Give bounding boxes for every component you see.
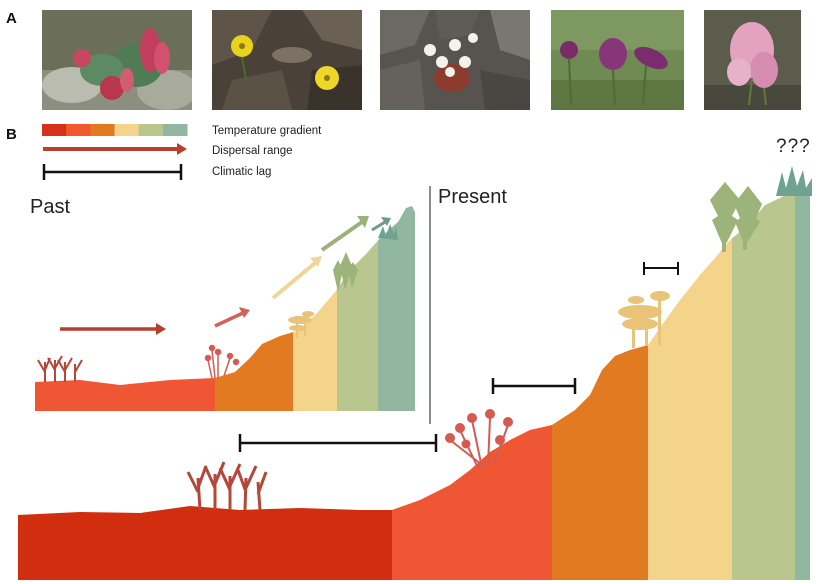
past-dispersal-arrow-2 (214, 307, 250, 328)
present-zone-2 (392, 188, 552, 580)
gradient-segment-4 (114, 124, 140, 136)
yellow-poppy-photo (212, 10, 362, 110)
past-zone-5 (378, 206, 415, 411)
present-zone-3 (552, 188, 648, 580)
white-flowers-on-rocks-photo (380, 10, 530, 110)
legend-label-dispersal-range: Dispersal range (212, 145, 293, 157)
present-red-grass-plant (186, 461, 268, 511)
gradient-segment-3 (90, 124, 115, 136)
past-red-grass-plant (37, 355, 83, 382)
legend-label-climatic-lag: Climatic lag (212, 166, 272, 178)
past-yellow-flower-plant (288, 311, 314, 338)
present-climatic-lag-bar-3 (643, 262, 679, 275)
past-green-tree-plant (333, 252, 358, 292)
past-teal-grass-plant (378, 224, 398, 240)
present-climatic-lag-bar-1 (238, 434, 438, 452)
present-label: Present (438, 186, 507, 208)
present-teal-grass-plant (776, 166, 812, 196)
gradient-segment-2 (66, 124, 91, 136)
present-yellow-flower-plant (618, 291, 670, 348)
present-pink-flower-plant (445, 409, 513, 469)
unknown-future-label: ??? (776, 136, 811, 157)
legend-label-temperature-gradient: Temperature gradient (212, 125, 322, 137)
past-label: Past (30, 196, 71, 218)
panel-label-a: A (6, 10, 17, 27)
red-succulent-plant-photo (42, 10, 192, 110)
temperature-gradient-bar (42, 124, 188, 136)
past-zone-3 (293, 206, 337, 411)
pink-flower-cluster-photo (704, 10, 801, 110)
past-dispersal-arrow-4 (320, 216, 369, 252)
present-zone-6 (795, 188, 810, 580)
gradient-segment-1 (42, 124, 67, 136)
past-dispersal-arrow-1 (60, 323, 166, 335)
present-green-tree-plant (710, 182, 762, 252)
present-landscape (18, 166, 812, 580)
dispersal-range-arrow (43, 143, 187, 155)
purple-bell-flowers-photo (551, 10, 684, 110)
gradient-segment-5 (138, 124, 164, 136)
past-landscape (35, 206, 415, 411)
past-pink-flower-plant (204, 344, 240, 379)
legend (42, 124, 188, 180)
past-zone-2 (215, 206, 293, 411)
present-zone-5 (732, 188, 795, 580)
past-dispersal-arrow-5 (371, 217, 391, 232)
present-zone-4 (648, 188, 732, 580)
gradient-segment-6 (162, 124, 188, 136)
panel-label-b: B (6, 126, 17, 143)
present-climatic-lag-bar-2 (491, 378, 577, 394)
past-dispersal-arrow-3 (271, 256, 322, 300)
climatic-lag-bar (42, 164, 183, 180)
